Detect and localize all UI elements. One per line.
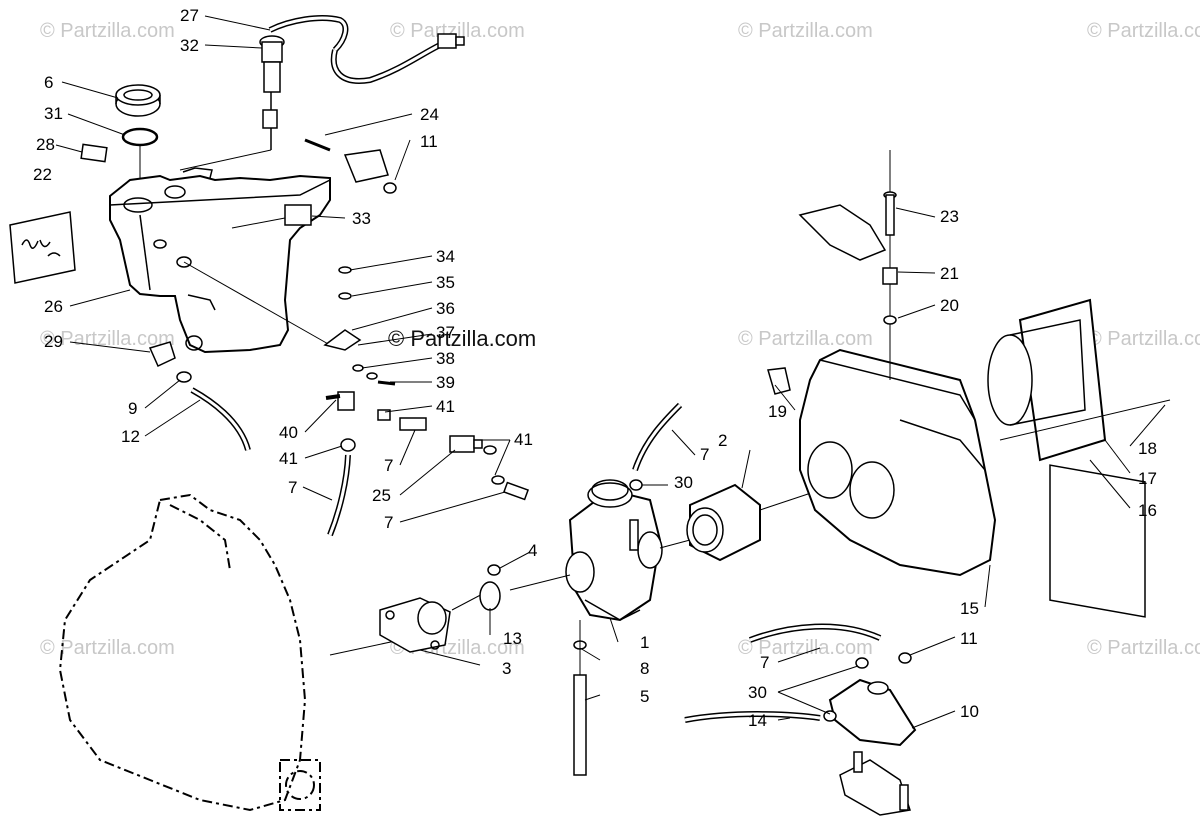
- callout-label: 22: [33, 165, 52, 184]
- callout-label: 7: [700, 445, 710, 464]
- callout-label: 3: [502, 659, 512, 678]
- callout-label: 1: [640, 633, 650, 652]
- vent-hose: [629, 402, 683, 491]
- callout-label: 23: [940, 207, 959, 226]
- intake-boot: [686, 483, 761, 562]
- watermark: © Partzilla.com: [1087, 637, 1200, 659]
- callout-label: 11: [420, 132, 438, 151]
- callout-label: 41: [279, 449, 298, 468]
- callout-label: 32: [180, 36, 199, 55]
- callout-label: 8: [640, 659, 650, 678]
- callout-label: 14: [748, 711, 767, 730]
- callout-label: 13: [503, 629, 522, 648]
- callout-label: 30: [748, 683, 767, 702]
- engine-outline: [58, 493, 321, 812]
- callout-label: 39: [436, 373, 455, 392]
- callout-label: 5: [640, 687, 650, 706]
- callout-label: 9: [128, 399, 138, 418]
- callout-label: 36: [436, 299, 455, 318]
- callout-label: 15: [960, 599, 979, 618]
- fuel-tank: [109, 167, 331, 354]
- callout-label: 30: [674, 473, 693, 492]
- callout-label: 31: [44, 104, 63, 123]
- callout-label: 21: [940, 264, 959, 283]
- callout-label: 20: [940, 296, 959, 315]
- decal: [9, 211, 76, 284]
- watermark: © Partzilla.com: [40, 328, 175, 350]
- fuel-filter: [377, 409, 530, 501]
- watermark: © Partzilla.com: [40, 20, 175, 42]
- fuel-valve-assembly: [323, 266, 396, 537]
- mounting-line: [329, 639, 401, 656]
- fuel-cap: [80, 84, 161, 185]
- carburetor: [565, 479, 663, 622]
- fuel-sender: [179, 35, 285, 171]
- callout-label: 29: [44, 332, 63, 351]
- callout-label: 18: [1138, 439, 1157, 458]
- tank-bracket: [304, 138, 397, 194]
- callout-label: 7: [384, 456, 394, 475]
- callout-label: 25: [372, 486, 391, 505]
- callout-label: 28: [36, 135, 55, 154]
- airbox: [799, 150, 997, 577]
- watermark: © Partzilla.com: [1087, 328, 1200, 350]
- watermark: © Partzilla.com: [738, 637, 873, 659]
- callout-label: 16: [1138, 501, 1157, 520]
- clamp: [479, 564, 501, 611]
- fuel-pump: [684, 623, 917, 816]
- center-watermark: © Partzilla.com: [388, 326, 537, 351]
- callout-label: 34: [436, 247, 455, 266]
- drain-hose: [573, 620, 587, 776]
- watermark: © Partzilla.com: [738, 328, 873, 350]
- callout-label: 11: [960, 629, 978, 648]
- callout-label: 12: [121, 427, 140, 446]
- callout-label: 33: [352, 209, 371, 228]
- callout-label: 26: [44, 297, 63, 316]
- callout-label: 37: [436, 323, 455, 342]
- intake-flange: [379, 597, 451, 653]
- callout-label: 7: [760, 653, 770, 672]
- callout-label: 7: [384, 513, 394, 532]
- label-33: [284, 204, 312, 226]
- callout-label: 6: [44, 73, 54, 92]
- leader-lines: [55, 15, 1166, 729]
- callout-label: 40: [279, 423, 298, 442]
- callout-label: 41: [436, 397, 455, 416]
- watermark: © Partzilla.com: [40, 637, 175, 659]
- callout-label: 17: [1138, 469, 1157, 488]
- watermark: © Partzilla.com: [1087, 20, 1200, 42]
- intake-silencer: [987, 298, 1171, 618]
- callout-label: 4: [528, 541, 538, 560]
- callout-label: 35: [436, 273, 455, 292]
- tank-fitting: [148, 341, 251, 451]
- callout-label: 27: [180, 6, 199, 25]
- callout-label: 2: [718, 431, 728, 450]
- callout-label: 7: [288, 478, 298, 497]
- callout-label: 41: [514, 430, 533, 449]
- watermark: © Partzilla.com: [390, 20, 525, 42]
- callout-label: 10: [960, 702, 979, 721]
- callout-label: 19: [768, 402, 787, 421]
- watermark: © Partzilla.com: [738, 20, 873, 42]
- airbox-fasteners: [798, 191, 898, 325]
- fuel-sender-cable: [268, 15, 465, 84]
- callout-label: 24: [420, 105, 439, 124]
- clip: [767, 367, 791, 395]
- callout-label: 38: [436, 349, 455, 368]
